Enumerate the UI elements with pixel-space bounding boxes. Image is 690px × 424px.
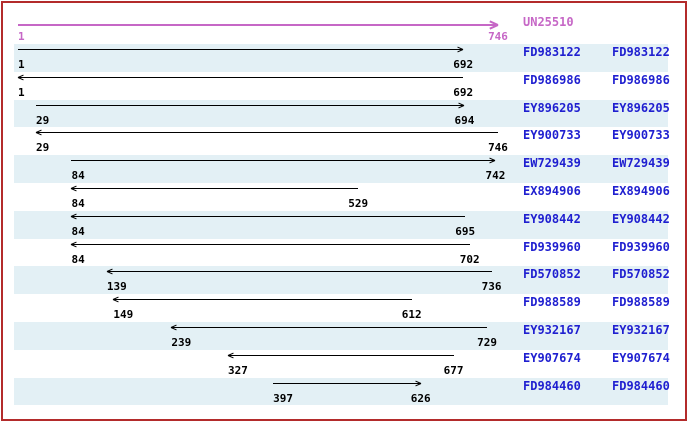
- alignment-row: 84 742 EW729439 EW729439: [0, 155, 690, 183]
- alignment-arrow: [18, 49, 464, 50]
- row-stripe: [14, 322, 668, 350]
- accession-label-secondary[interactable]: EY908442: [612, 211, 670, 226]
- accession-label[interactable]: FD570852: [523, 267, 581, 282]
- row-stripe: [14, 266, 668, 295]
- alignment-row: 29 694 EY896205 EY896205: [0, 99, 690, 128]
- end-coordinate: 612: [401, 308, 422, 322]
- alignment-arrow: [71, 215, 466, 217]
- reference-end-coordinate: 746: [488, 30, 508, 43]
- alignment-arrow: [106, 271, 492, 273]
- accession-label[interactable]: EY932167: [523, 323, 581, 337]
- row-stripe: [14, 155, 668, 183]
- row-stripe: [14, 44, 668, 72]
- accession-label[interactable]: FD986986: [523, 72, 581, 87]
- accession-label[interactable]: EW729439: [523, 156, 581, 171]
- alignment-arrow: [71, 243, 470, 245]
- accession-label-secondary[interactable]: FD570852: [612, 267, 670, 282]
- row-stripe: [14, 377, 668, 406]
- alignment-arrow: [171, 327, 488, 328]
- reference-start-coordinate: 1: [18, 30, 25, 43]
- accession-label-secondary[interactable]: EY932167: [612, 323, 670, 337]
- start-coordinate: 84: [71, 252, 85, 266]
- accession-label-secondary[interactable]: EY896205: [612, 100, 670, 115]
- alignment-arrow: [36, 104, 465, 106]
- start-coordinate: 139: [106, 280, 127, 294]
- accession-label-secondary[interactable]: FD939960: [612, 239, 670, 254]
- alignment-row: 84 702 FD939960 FD939960: [0, 239, 690, 267]
- start-coordinate: 29: [36, 141, 50, 155]
- accession-label-secondary[interactable]: FD988589: [612, 295, 670, 310]
- alignment-row: 149 612 FD988589 FD988589: [0, 294, 690, 322]
- end-coordinate: 692: [453, 58, 474, 71]
- start-coordinate: 239: [171, 336, 192, 349]
- accession-label-secondary[interactable]: EX894906: [612, 184, 670, 198]
- alignment-arrow: [273, 382, 421, 384]
- accession-label[interactable]: FD939960: [523, 239, 581, 254]
- end-coordinate: 694: [454, 113, 475, 127]
- row-stripe: [14, 99, 668, 128]
- end-coordinate: 677: [443, 363, 464, 377]
- alignment-row: 139 736 FD570852 FD570852: [0, 266, 690, 295]
- end-coordinate: 742: [485, 169, 506, 183]
- start-coordinate: 149: [113, 308, 134, 322]
- alignment-row: 397 626 FD984460 FD984460: [0, 377, 690, 406]
- accession-label[interactable]: FD988589: [523, 295, 581, 310]
- start-coordinate: 84: [71, 197, 85, 210]
- end-coordinate: 746: [488, 141, 508, 155]
- end-coordinate: 626: [410, 391, 431, 405]
- accession-label-secondary[interactable]: FD983122: [612, 45, 670, 59]
- reference-label: UN25510: [523, 15, 574, 29]
- end-coordinate: 695: [455, 224, 476, 238]
- accession-label[interactable]: EY908442: [523, 211, 581, 226]
- end-coordinate: 702: [459, 252, 480, 266]
- start-coordinate: 1: [18, 85, 25, 99]
- accession-label-secondary[interactable]: FD986986: [612, 72, 670, 87]
- alignment-arrow: [36, 132, 498, 134]
- alignment-row: 239 729 EY932167 EY932167: [0, 322, 690, 350]
- alignment-arrow: [18, 76, 464, 78]
- accession-label-secondary[interactable]: EY900733: [612, 128, 670, 143]
- alignment-row: 84 695 EY908442 EY908442: [0, 210, 690, 239]
- alignment-row: 327 677 EY907674 EY907674: [0, 350, 690, 378]
- alignment-row: 84 529 EX894906 EX894906: [0, 183, 690, 211]
- accession-label-secondary[interactable]: EY907674: [612, 350, 670, 365]
- end-coordinate: 692: [453, 85, 474, 99]
- accession-label[interactable]: EY907674: [523, 350, 581, 365]
- start-coordinate: 397: [273, 391, 294, 405]
- end-coordinate: 729: [477, 336, 497, 349]
- accession-label-secondary[interactable]: FD984460: [612, 378, 670, 393]
- alignment-row: 29 746 EY900733 EY900733: [0, 127, 690, 155]
- start-coordinate: 1: [18, 58, 25, 71]
- alignment-arrow: [113, 299, 412, 301]
- row-stripe: [14, 210, 668, 239]
- accession-label[interactable]: FD983122: [523, 45, 581, 59]
- accession-label[interactable]: EY896205: [523, 100, 581, 115]
- accession-label-secondary[interactable]: EW729439: [612, 156, 670, 171]
- end-coordinate: 529: [348, 197, 369, 210]
- reference-arrow: [18, 24, 497, 26]
- alignment-row: 1 692 FD983122 FD983122: [0, 44, 690, 72]
- end-coordinate: 736: [481, 280, 502, 294]
- alignment-arrow: [71, 160, 496, 162]
- alignment-row: 1 692 FD986986 FD986986: [0, 72, 690, 100]
- accession-label[interactable]: FD984460: [523, 378, 581, 393]
- accession-label[interactable]: EX894906: [523, 184, 581, 198]
- start-coordinate: 29: [36, 113, 50, 127]
- start-coordinate: 84: [71, 169, 85, 183]
- alignment-arrow: [71, 188, 359, 189]
- accession-label[interactable]: EY900733: [523, 128, 581, 143]
- start-coordinate: 327: [228, 363, 248, 377]
- alignment-arrow: [228, 354, 454, 356]
- start-coordinate: 84: [71, 224, 85, 238]
